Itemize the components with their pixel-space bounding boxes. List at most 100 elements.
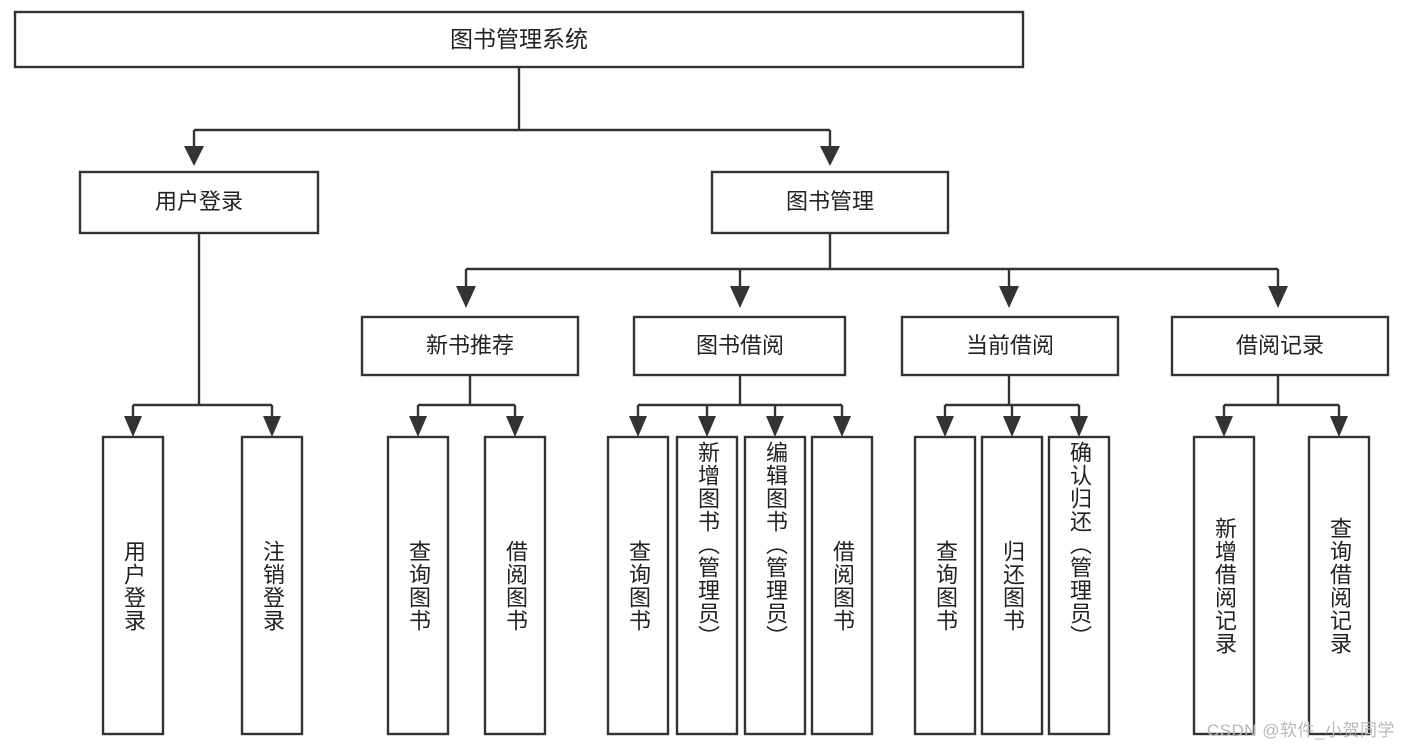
leaf-current-borrow-0-box[interactable] <box>913 435 977 736</box>
leaf-user-login-0-label: 用户登录 <box>121 539 146 632</box>
leaf-current-borrow-2-label: 确认归还（管理员） <box>1067 441 1092 648</box>
node-current-borrow[interactable]: 当前借阅 <box>900 315 1120 377</box>
leaf-user-login-0-box[interactable] <box>101 435 165 736</box>
leaf-label-wrap: 查询借阅记录 <box>1327 516 1352 655</box>
leaf-label-wrap: 用户登录 <box>121 539 146 632</box>
leaf-new-book-0-label: 查询图书 <box>406 539 431 632</box>
leaf-current-borrow-2-box[interactable] <box>1047 435 1111 736</box>
arrowhead-borrowrecord-leaf-0 <box>1215 416 1233 437</box>
node-root-system-box[interactable] <box>13 10 1025 69</box>
leaf-current-borrow-1-box[interactable] <box>980 435 1044 736</box>
node-root-system[interactable]: 图书管理系统 <box>13 10 1025 69</box>
leaf-node[interactable] <box>980 435 1044 736</box>
leaf-label-wrap: 确认归还（管理员） <box>1067 441 1092 648</box>
leaf-book-borrow-0-box[interactable] <box>606 435 670 736</box>
leaf-node[interactable] <box>240 435 304 736</box>
leaf-label-wrap: 归还图书 <box>1000 539 1025 632</box>
arrowhead-userlogin-leaf-0 <box>124 416 142 437</box>
node-borrow-record-box[interactable] <box>1170 315 1390 377</box>
leaf-label-wrap: 查询图书 <box>933 539 958 632</box>
leaf-label-wrap: 借阅图书 <box>503 539 528 632</box>
leaf-label-wrap: 查询图书 <box>626 539 651 632</box>
node-book-management-box[interactable] <box>710 170 950 235</box>
leaf-book-borrow-0-label: 查询图书 <box>626 539 651 632</box>
leaf-borrow-record-1-label: 查询借阅记录 <box>1327 516 1352 655</box>
leaf-book-borrow-3-label: 借阅图书 <box>830 539 855 632</box>
arrowhead-currentborrow-leaf-1 <box>1003 416 1021 437</box>
leaf-user-login-1-box[interactable] <box>240 435 304 736</box>
connector-group-current-borrow <box>936 376 1088 437</box>
arrowhead-currentborrow-leaf-0 <box>936 416 954 437</box>
leaf-new-book-1-label: 借阅图书 <box>503 539 528 632</box>
node-book-borrow-box[interactable] <box>632 315 847 377</box>
node-borrow-record[interactable]: 借阅记录 <box>1170 315 1390 377</box>
node-new-book-recommend-label: 新书推荐 <box>426 333 514 358</box>
arrowhead-current-borrow <box>999 286 1019 308</box>
connector-group-book-borrow <box>629 376 851 437</box>
node-user-login[interactable]: 用户登录 <box>78 170 320 235</box>
node-root-system-label: 图书管理系统 <box>450 26 588 52</box>
leaf-label-wrap: 借阅图书 <box>830 539 855 632</box>
leaf-book-borrow-1-box[interactable] <box>675 435 739 736</box>
leaf-current-borrow-0-label: 查询图书 <box>933 539 958 632</box>
leaf-borrow-record-0-label: 新增借阅记录 <box>1212 516 1237 655</box>
arrowhead-currentborrow-leaf-2 <box>1070 416 1088 437</box>
leaf-user-login-1-label: 注销登录 <box>260 539 285 632</box>
node-user-login-label: 用户登录 <box>155 189 243 214</box>
leaf-node[interactable] <box>386 435 450 736</box>
arrowhead-book-mgmt <box>820 146 840 166</box>
leaf-label-wrap: 新增图书（管理员） <box>695 441 720 648</box>
node-user-login-box[interactable] <box>78 170 320 235</box>
arrowhead-bookborrow-leaf-2 <box>766 416 784 437</box>
connector-group-book-mgmt <box>456 233 1288 308</box>
leaf-label-wrap: 注销登录 <box>260 539 285 632</box>
arrowhead-bookborrow-leaf-0 <box>629 416 647 437</box>
leaf-new-book-1-box[interactable] <box>483 435 547 736</box>
leaf-node[interactable] <box>1192 435 1256 736</box>
leaf-node[interactable] <box>810 435 874 736</box>
leaf-borrow-record-0-box[interactable] <box>1192 435 1256 736</box>
leaf-label-wrap: 新增借阅记录 <box>1212 516 1237 655</box>
leaf-label-wrap: 编辑图书（管理员） <box>763 441 788 648</box>
leaf-new-book-0-box[interactable] <box>386 435 450 736</box>
node-current-borrow-box[interactable] <box>900 315 1120 377</box>
arrowhead-borrowrecord-leaf-1 <box>1330 416 1348 437</box>
arrowhead-user-login <box>184 146 204 166</box>
leaf-borrow-record-1-box[interactable] <box>1307 435 1371 736</box>
leaf-book-borrow-3-box[interactable] <box>810 435 874 736</box>
node-borrow-record-label: 借阅记录 <box>1236 333 1324 358</box>
arrowhead-new-book <box>456 286 476 308</box>
node-book-borrow[interactable]: 图书借阅 <box>632 315 847 377</box>
leaf-book-borrow-2-label: 编辑图书（管理员） <box>763 441 788 648</box>
leaf-current-borrow-1-label: 归还图书 <box>1000 539 1025 632</box>
node-current-borrow-label: 当前借阅 <box>966 333 1054 358</box>
node-book-management-label: 图书管理 <box>786 189 874 214</box>
node-new-book-recommend[interactable]: 新书推荐 <box>360 315 580 377</box>
connector-group-borrow-record <box>1215 376 1348 437</box>
leaf-node[interactable] <box>675 435 739 736</box>
connector-group-root <box>184 67 840 166</box>
leaf-book-borrow-1-label: 新增图书（管理员） <box>695 441 720 648</box>
node-new-book-recommend-box[interactable] <box>360 315 580 377</box>
leaf-node[interactable] <box>606 435 670 736</box>
leaf-node[interactable] <box>913 435 977 736</box>
leaf-book-borrow-2-box[interactable] <box>743 435 807 736</box>
arrowhead-newbook-leaf-0 <box>409 416 427 437</box>
node-book-management[interactable]: 图书管理 <box>710 170 950 235</box>
leaf-node[interactable] <box>483 435 547 736</box>
leaf-node[interactable] <box>101 435 165 736</box>
leaf-node[interactable] <box>1307 435 1371 736</box>
connector-group-user-login <box>124 233 281 437</box>
arrowhead-book-borrow <box>730 286 750 308</box>
leaf-node[interactable] <box>1047 435 1111 736</box>
arrowhead-newbook-leaf-1 <box>506 416 524 437</box>
leaf-node[interactable] <box>743 435 807 736</box>
arrowhead-bookborrow-leaf-3 <box>833 416 851 437</box>
arrowhead-userlogin-leaf-1 <box>263 416 281 437</box>
leaf-label-wrap: 查询图书 <box>406 539 431 632</box>
connector-group-new-book <box>409 376 524 437</box>
node-book-borrow-label: 图书借阅 <box>696 333 784 358</box>
arrowhead-borrow-record <box>1268 286 1288 308</box>
